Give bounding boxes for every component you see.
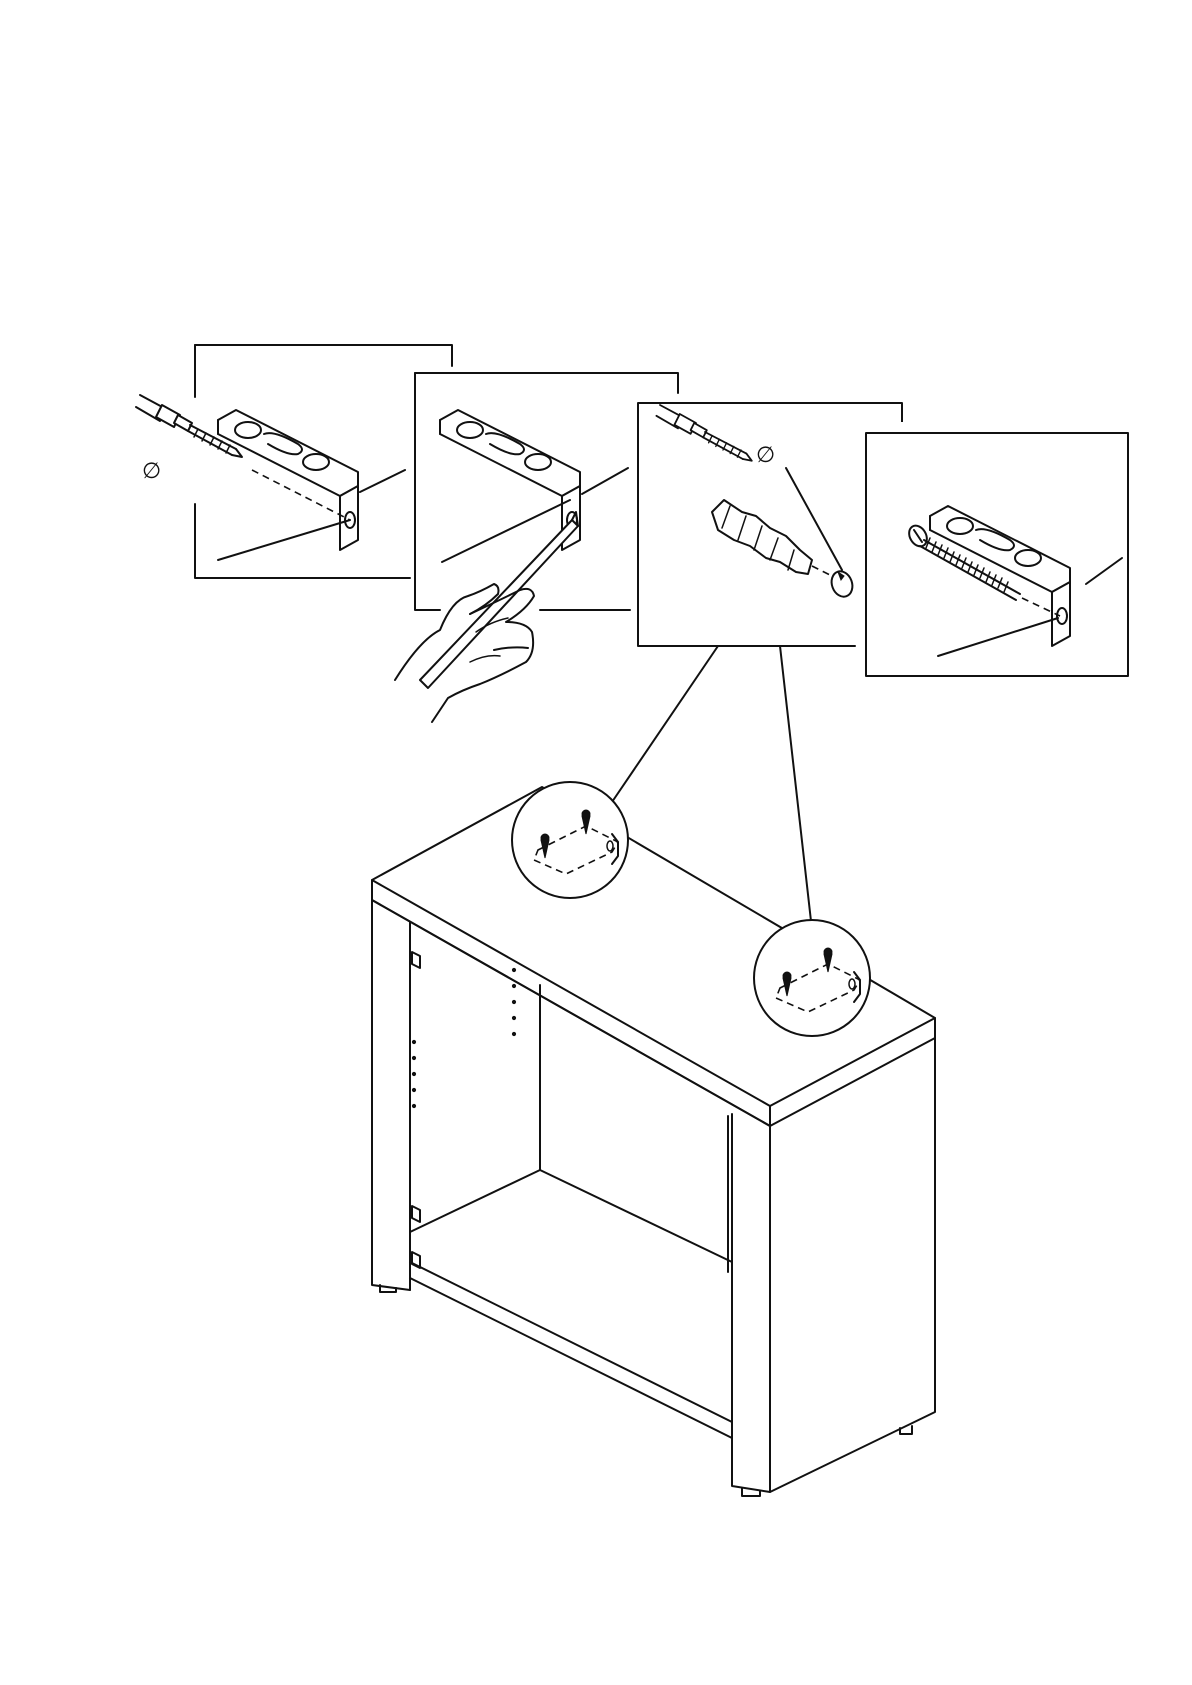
wall-plug-icon [712, 500, 812, 574]
diameter-symbol: ∅ [142, 459, 161, 484]
step-2-panel [395, 373, 678, 722]
leader-line [780, 646, 812, 930]
diameter-symbol: ∅ [756, 443, 775, 468]
step-4-panel [866, 433, 1128, 676]
shelf-pin-holes [412, 968, 515, 1107]
detail-callout-bracket-left [512, 782, 628, 898]
step-3-panel: ∅ [638, 403, 902, 646]
l-bracket [218, 410, 358, 550]
drill-icon [656, 405, 751, 461]
step-1-panel: ∅ [136, 345, 452, 578]
hinge [412, 952, 420, 968]
leader-line [612, 646, 718, 802]
cabinet [372, 787, 935, 1496]
detail-callout-bracket-right [754, 920, 870, 1036]
hinge [412, 1206, 420, 1222]
